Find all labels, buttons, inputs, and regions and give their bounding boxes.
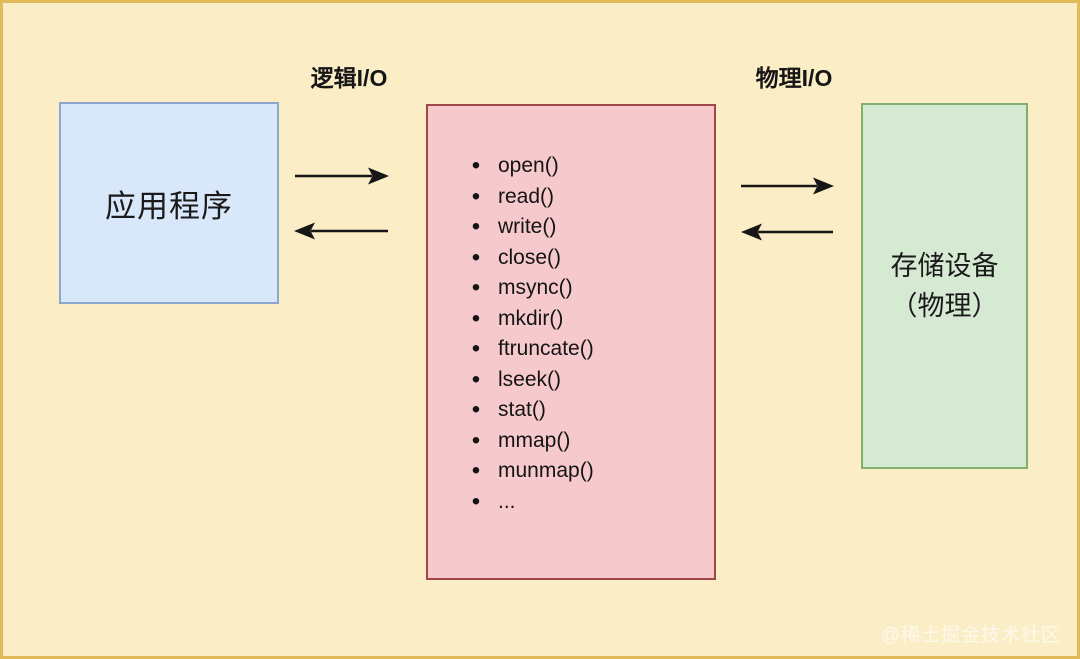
storage-box-label-line2: （物理）	[890, 291, 999, 321]
syscall-item: mkdir()	[470, 304, 714, 335]
syscall-item: close()	[470, 243, 714, 274]
syscalls-list: open() read() write() close() msync() mk…	[428, 106, 714, 517]
syscall-item: munmap()	[470, 456, 714, 487]
arrow-physical-request-icon	[741, 177, 834, 195]
syscall-item: stat()	[470, 395, 714, 426]
logical-io-label: 逻辑I/O	[310, 65, 388, 91]
syscall-item: ftruncate()	[470, 334, 714, 365]
syscall-item: mmap()	[470, 426, 714, 457]
syscall-item: lseek()	[470, 365, 714, 396]
arrow-logical-request-icon	[295, 167, 389, 185]
syscall-item: ...	[470, 487, 714, 518]
syscalls-box: open() read() write() close() msync() mk…	[426, 104, 716, 580]
syscall-item: write()	[470, 212, 714, 243]
application-box-label: 应用程序	[105, 188, 233, 224]
application-box: 应用程序	[59, 102, 279, 304]
syscall-item: read()	[470, 182, 714, 213]
syscall-item: msync()	[470, 273, 714, 304]
syscall-item: open()	[470, 151, 714, 182]
physical-io-label: 物理I/O	[755, 65, 833, 91]
watermark: @稀土掘金技术社区	[880, 625, 1061, 646]
arrow-logical-return-icon	[294, 222, 388, 240]
storage-box: 存储设备 （物理）	[861, 103, 1028, 469]
arrow-physical-return-icon	[741, 223, 833, 241]
storage-box-label-line1: 存储设备	[890, 251, 999, 281]
